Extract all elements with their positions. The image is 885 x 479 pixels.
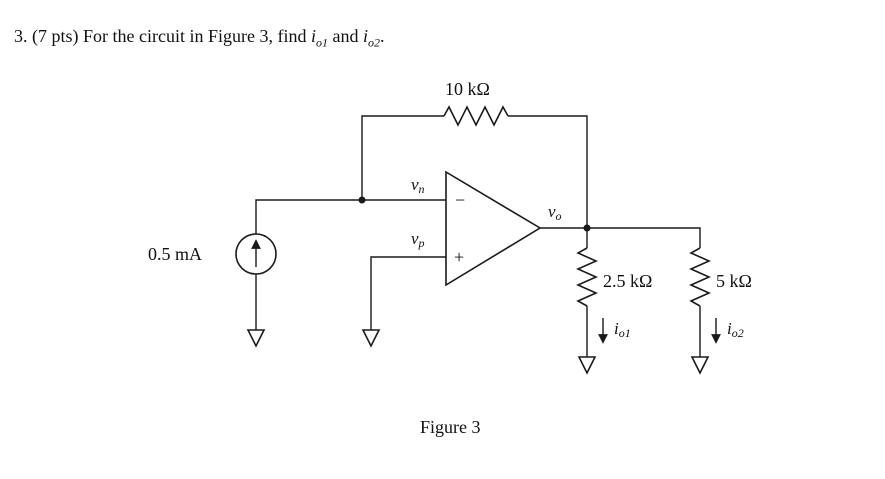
problem-points: (7 pts) <box>32 26 79 46</box>
label-vo: vo <box>548 202 562 223</box>
source-wire-top <box>255 199 362 234</box>
label-load2-resistor: 5 kΩ <box>716 271 752 291</box>
opamp-plus-sign: + <box>454 247 464 267</box>
opamp-minus-sign: − <box>455 190 465 210</box>
problem-ending: . <box>380 26 385 46</box>
problem-number: 3. <box>14 26 28 46</box>
feedback-resistor-icon <box>443 105 509 127</box>
label-load1-resistor: 2.5 kΩ <box>603 271 652 291</box>
var-io2: io2 <box>362 26 380 50</box>
label-vn: vn <box>411 175 425 196</box>
ground-icon <box>246 329 266 348</box>
problem-text: For the circuit in Figure 3, find <box>83 26 307 46</box>
feedback-wire-left <box>361 115 444 200</box>
label-current-source: 0.5 mA <box>148 244 202 264</box>
opamp-icon <box>445 170 542 287</box>
label-vp: vp <box>411 229 425 250</box>
problem-conjunction: and <box>332 26 359 46</box>
feedback-wire-right <box>508 115 588 228</box>
figure-caption: Figure 3 <box>420 417 481 437</box>
load1-resistor-icon <box>576 247 598 307</box>
output-wire <box>540 227 701 248</box>
label-current2: io2 <box>727 319 744 340</box>
ground-icon <box>577 356 597 375</box>
problem-statement: 3. (7 pts) For the circuit in Figure 3, … <box>14 26 385 51</box>
noninverting-input-wire <box>370 256 446 330</box>
ground-icon <box>361 329 381 348</box>
load2-resistor-icon <box>689 247 711 307</box>
ground-icon <box>690 356 710 375</box>
node-dot <box>358 196 366 204</box>
label-feedback-resistor: 10 kΩ <box>445 79 490 99</box>
label-current1: io1 <box>614 319 631 340</box>
var-io1: io1 <box>310 26 328 50</box>
